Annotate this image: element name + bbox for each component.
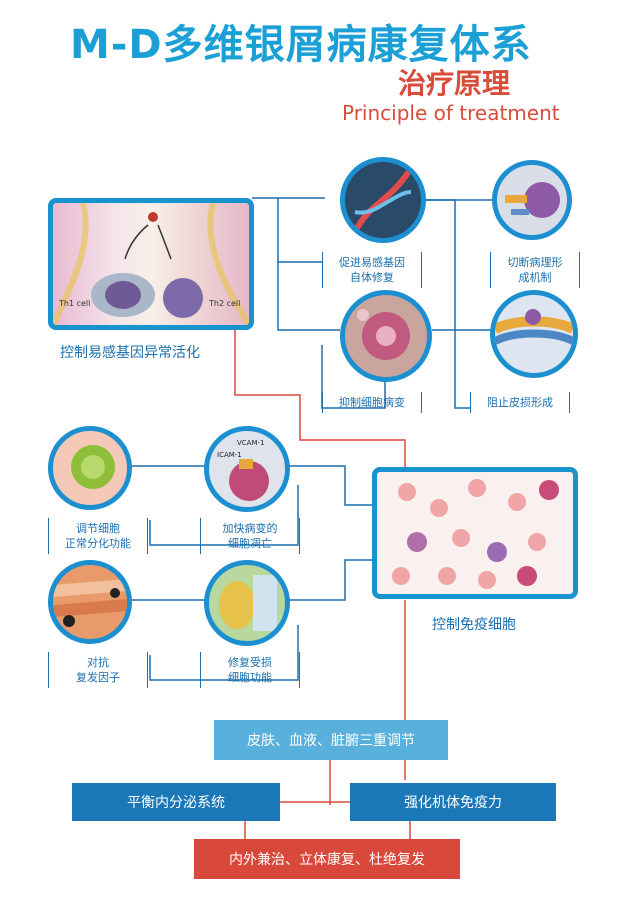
label-prevent-lesion: 阻止皮损形成: [470, 392, 570, 413]
dna-helix-icon: [340, 157, 426, 243]
label-repair-function: 修复受损 细胞功能: [200, 652, 300, 688]
final-outcome-bar: 内外兼治、立体康复、杜绝复发: [194, 839, 460, 879]
page-subtitle-english: Principle of treatment: [342, 101, 560, 125]
connector-red-main: [234, 330, 406, 470]
connector-top-7: [454, 262, 470, 409]
label-gene-repair: 促进易感基因 自体修复: [322, 252, 422, 288]
connector-mid-2: [288, 465, 375, 506]
immune-pathway-image: Th1 cell Th2 cell: [48, 198, 254, 330]
page-title: M-D多维银屑病康复体系: [70, 22, 532, 68]
triple-regulation-bar: 皮肤、血液、脏腑三重调节: [214, 720, 448, 760]
connector-mid-6: [149, 625, 299, 681]
label-accelerate-apoptosis: 加快病变的 细胞凋亡: [200, 518, 300, 554]
connector-top-3: [277, 262, 340, 331]
skin-layer-icon: [48, 560, 132, 644]
connector-top-8: [321, 345, 386, 409]
immune-cells-image: [372, 467, 578, 599]
green-cell-icon: [48, 426, 132, 510]
immunity-boost-bar: 强化机体免疫力: [350, 783, 556, 821]
label-resist-relapse: 对抗 复发因子: [48, 652, 148, 688]
connector-mid-5: [149, 485, 299, 546]
apoptosis-cell-icon: VCAM-1 ICAM-1: [204, 426, 290, 512]
caption-gene-activation: 控制易感基因异常活化: [60, 345, 200, 361]
label-inhibit-cell: 抑制细胞病变: [322, 392, 422, 413]
diseased-cell-icon: [340, 290, 432, 382]
caption-immune-cells: 控制免疫细胞: [432, 617, 516, 633]
organelle-cell-icon: [204, 560, 290, 646]
label-cut-pathology: 切断病理形 成机制: [490, 252, 580, 288]
page-subtitle: 治疗原理: [398, 67, 511, 100]
connector-top-1: [252, 197, 322, 263]
cell-membrane-icon: [490, 290, 578, 378]
connector-top-4: [425, 199, 456, 262]
connector-mid-4: [288, 559, 375, 601]
label-regulate-differentiation: 调节细胞 正常分化功能: [48, 518, 148, 554]
th1-cell-label: Th1 cell: [59, 299, 91, 308]
th2-cell-label: Th2 cell: [209, 299, 241, 308]
vcam-label: VCAM-1: [237, 439, 265, 447]
receptor-cell-icon: [492, 160, 572, 240]
endocrine-balance-bar: 平衡内分泌系统: [72, 783, 280, 821]
icam-label: ICAM-1: [217, 451, 242, 459]
